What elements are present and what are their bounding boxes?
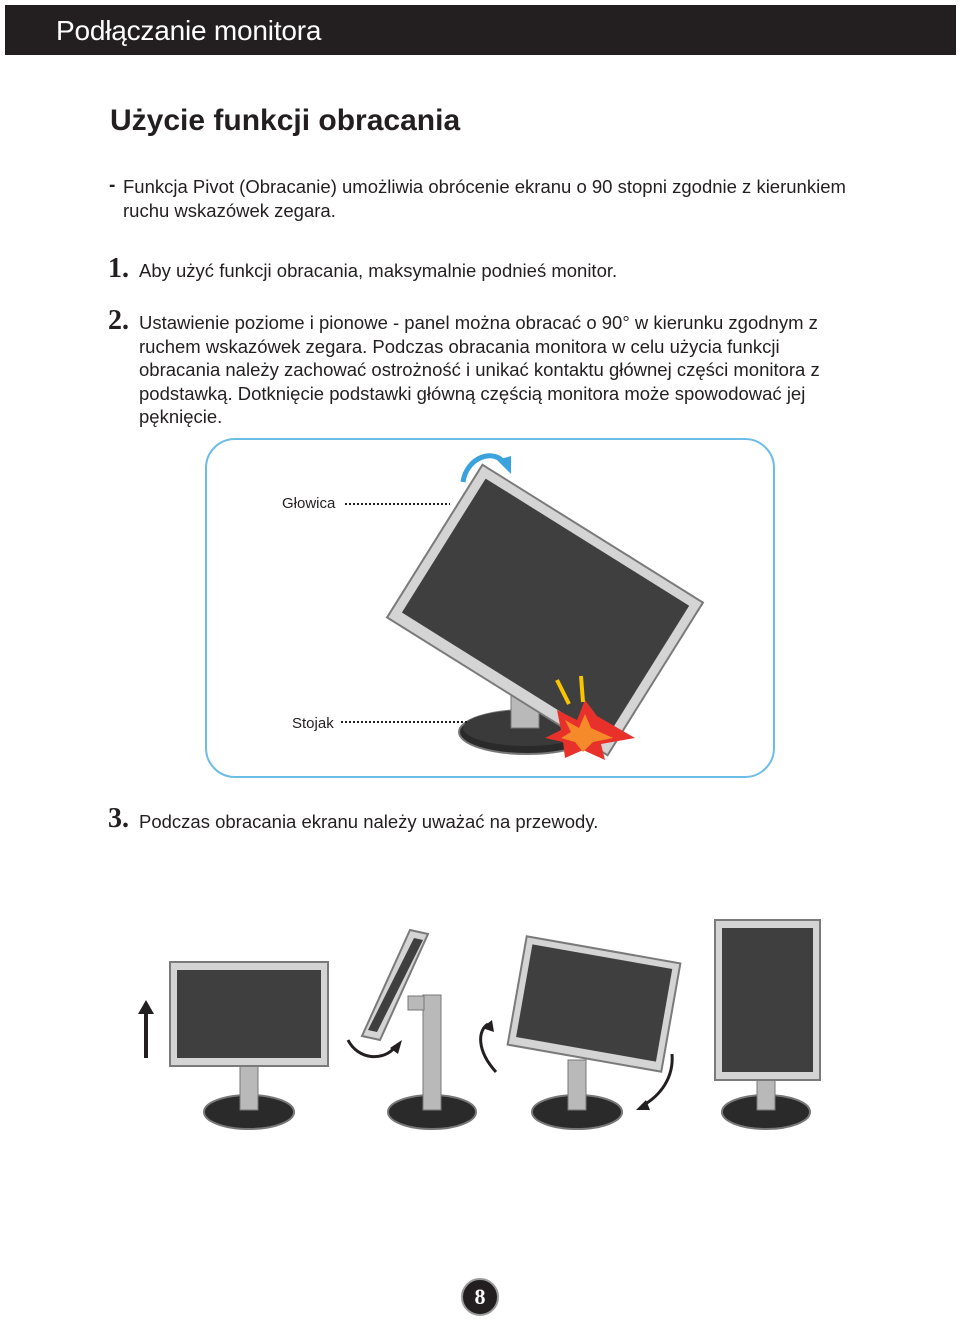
rotation-warning-illustration <box>341 453 705 760</box>
label-head: Głowica <box>282 495 336 512</box>
bullet-text: Funkcja Pivot (Obracanie) umożliwia obró… <box>123 176 846 221</box>
monitor-side-tilt-icon <box>360 928 477 1130</box>
step-2-number: 2. <box>108 305 129 336</box>
step-1-number: 1. <box>108 253 129 284</box>
label-stand: Stojak <box>292 715 334 732</box>
step-1-text: Aby użyć funkcji obracania, maksymalnie … <box>139 260 618 281</box>
step-3-number: 3. <box>108 803 129 834</box>
page-number-badge: 8 <box>461 1278 499 1316</box>
monitor-landscape-icon <box>169 961 329 1130</box>
monitor-rotating-icon <box>506 935 682 1130</box>
section-title: Użycie funkcji obracania <box>110 104 461 137</box>
header-bar: Podłączanie monitora <box>5 5 956 55</box>
up-arrow-icon <box>138 1000 154 1058</box>
step-2-text: Ustawienie poziome i pionowe - panel moż… <box>139 312 820 427</box>
monitor-portrait-icon <box>714 919 821 1130</box>
bullet-dash: - <box>109 175 116 196</box>
tilt-arrow-icon <box>346 1039 398 1059</box>
rotation-sequence-illustration <box>138 919 821 1130</box>
step-3-text: Podczas obracania ekranu należy uważać n… <box>139 811 599 832</box>
monitor-head-icon <box>385 463 705 757</box>
header-title: Podłączanie monitora <box>56 15 322 46</box>
figure-frame <box>205 438 775 778</box>
